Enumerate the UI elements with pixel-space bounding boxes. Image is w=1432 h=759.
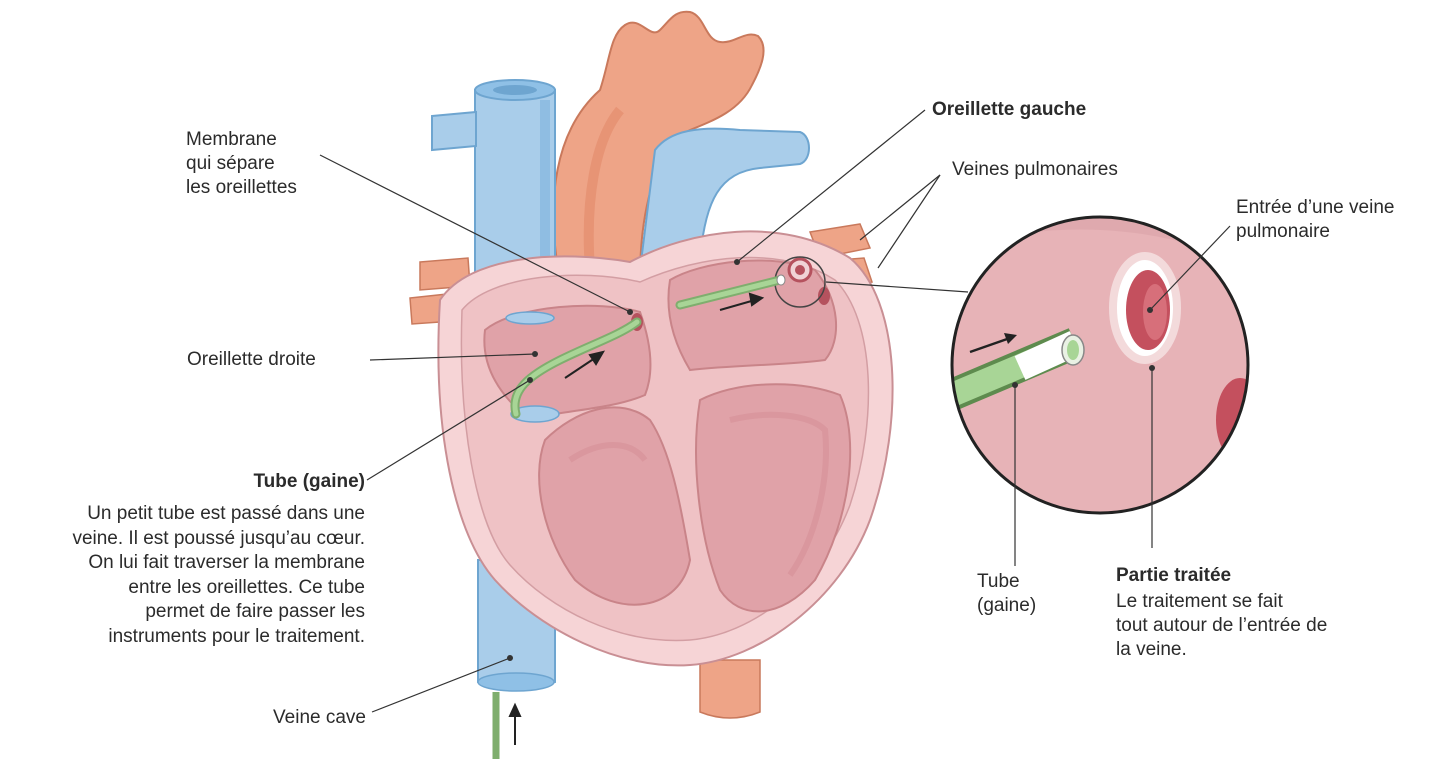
- right-atrium-label: Oreillette droite: [187, 348, 316, 372]
- tube-label-line2: (gaine): [977, 594, 1067, 618]
- treated-area-title: Partie traitée: [1116, 564, 1231, 588]
- tube-label-line1: Tube: [977, 570, 1067, 594]
- sheath-desc-line6: instruments pour le traitement.: [10, 625, 365, 650]
- membrane-label-line3: les oreillettes: [186, 176, 386, 200]
- treated-desc-line2: tout autour de l’entrée de: [1116, 614, 1416, 638]
- sheath-title: Tube (gaine): [160, 470, 365, 494]
- membrane-label-line1: Membrane: [186, 128, 386, 152]
- vein-entry-label: Entrée d’une veine pulmonaire: [1236, 196, 1430, 244]
- zoom-circle: [940, 209, 1264, 515]
- sheath-description: Un petit tube est passé dans une veine. …: [10, 502, 365, 649]
- sheath-desc-line2: veine. Il est poussé jusqu’au cœur.: [10, 527, 365, 552]
- left-atrium-label: Oreillette gauche: [932, 98, 1086, 122]
- tube-label: Tube (gaine): [977, 570, 1067, 618]
- sheath-desc-line3: On lui fait traverser la membrane: [10, 551, 365, 576]
- vein-entry-label-line1: Entrée d’une veine: [1236, 196, 1430, 220]
- vena-cava-label: Veine cave: [200, 706, 366, 730]
- pulmonary-veins-label: Veines pulmonaires: [952, 158, 1118, 182]
- membrane-label-line2: qui sépare: [186, 152, 386, 176]
- treated-area-description: Le traitement se fait tout autour de l’e…: [1116, 590, 1416, 662]
- treated-desc-line1: Le traitement se fait: [1116, 590, 1416, 614]
- sheath-desc-line1: Un petit tube est passé dans une: [10, 502, 365, 527]
- vein-entry-label-line2: pulmonaire: [1236, 220, 1430, 244]
- left-atrium-chamber: [668, 261, 836, 370]
- sheath-desc-line5: permet de faire passer les: [10, 600, 365, 625]
- treated-desc-line3: la veine.: [1116, 638, 1416, 662]
- membrane-label: Membrane qui sépare les oreillettes: [186, 128, 386, 200]
- sheath-desc-line4: entre les oreillettes. Ce tube: [10, 576, 365, 601]
